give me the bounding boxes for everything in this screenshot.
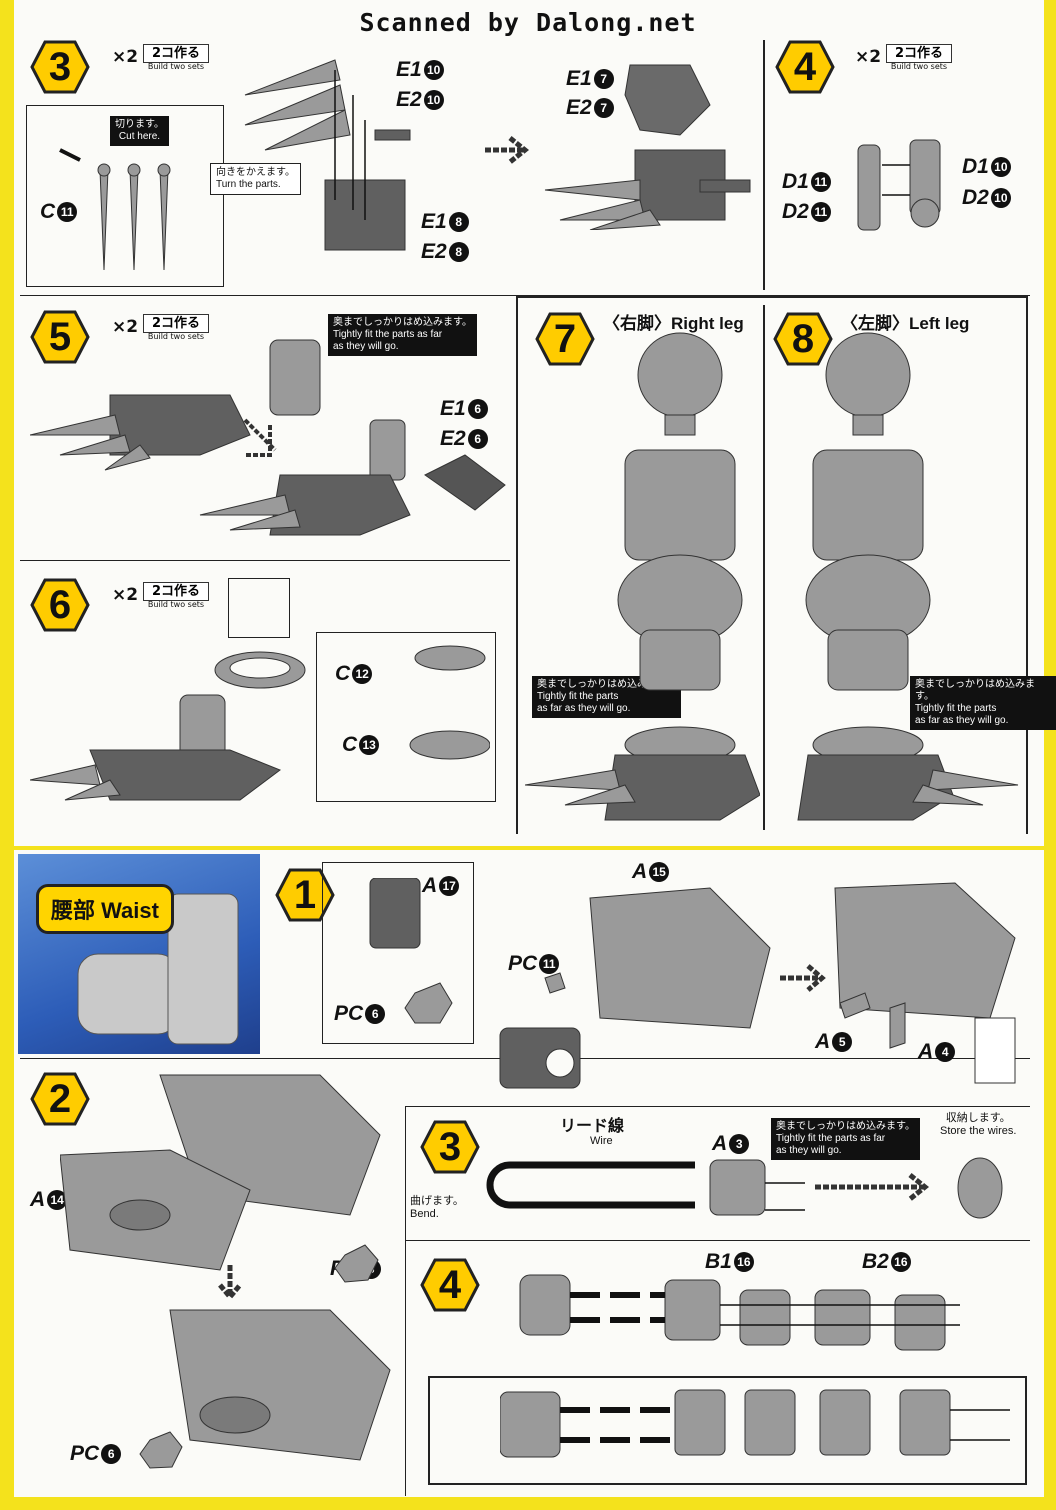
turn-parts-note: 向きをかえます。Turn the parts.: [210, 163, 301, 195]
divider: [405, 1106, 406, 1496]
divider: [20, 295, 1030, 296]
section-band: [14, 846, 1044, 850]
step-number-badge: 2: [30, 1072, 90, 1126]
divider: [405, 1106, 1030, 1107]
bend-note: 曲げます。Bend.: [410, 1195, 464, 1220]
detail-inset: [228, 578, 290, 638]
claw-assembly-illustration: [244, 59, 411, 251]
scan-header: Scanned by Dalong.net: [359, 8, 697, 37]
step-number-badge: 7: [535, 312, 595, 366]
tight-fit-note: 奥までしっかりはめ込みます。Tightly fit the parts as f…: [771, 1118, 920, 1160]
left-leg-illustration: [797, 332, 1019, 821]
section-title: 腰部 Waist: [36, 884, 174, 934]
divider: [763, 305, 765, 830]
claw-result-illustration: [544, 64, 751, 230]
detail-inset: [316, 632, 496, 802]
step-number-badge: 1: [275, 868, 335, 922]
foot-assembly-illustration: [30, 339, 506, 536]
step-number-badge: 6: [30, 578, 90, 632]
result-inset: [428, 1376, 1027, 1485]
ankle-parts-illustration: [857, 139, 941, 231]
step-number-badge: 3: [30, 40, 90, 94]
wire-label-en: Wire: [590, 1135, 613, 1147]
step-number-badge: 8: [773, 312, 833, 366]
step-number-badge: 4: [775, 40, 835, 94]
divider: [763, 40, 765, 290]
claw-parts-illustration: [59, 148, 171, 271]
cut-here-note: 切ります。Cut here.: [110, 116, 169, 146]
waist-step2-illustration: [60, 1074, 391, 1469]
wire-illustration: [486, 1157, 1003, 1219]
step-number-badge: 4: [420, 1258, 480, 1312]
store-wires-note: 収納します。Store the wires.: [940, 1112, 1017, 1137]
left-leg-title: 〈左脚〉Left leg: [841, 314, 970, 333]
waist-step4-illustration: [500, 1274, 1010, 1458]
detail-inset: [26, 105, 224, 287]
waist-step1-illustration: [369, 878, 1016, 1089]
divider: [405, 1240, 1030, 1241]
divider: [20, 560, 510, 561]
step-number-badge: 3: [420, 1120, 480, 1174]
step-number-badge: 5: [30, 310, 90, 364]
waist-section-banner: 腰部 Waist: [18, 854, 260, 1054]
right-leg-illustration: [525, 332, 760, 821]
detail-inset: [322, 862, 474, 1044]
right-leg-title: 〈右脚〉Right leg: [603, 314, 744, 333]
wire-label-jp: リード線: [560, 1118, 625, 1135]
ankle-ring-illustration: [30, 645, 490, 801]
next-arrow: [485, 136, 530, 164]
legs-frame: [516, 296, 1028, 834]
tight-fit-note: 奥までしっかりはめ込みます。Tightly fit the parts as f…: [328, 314, 477, 356]
